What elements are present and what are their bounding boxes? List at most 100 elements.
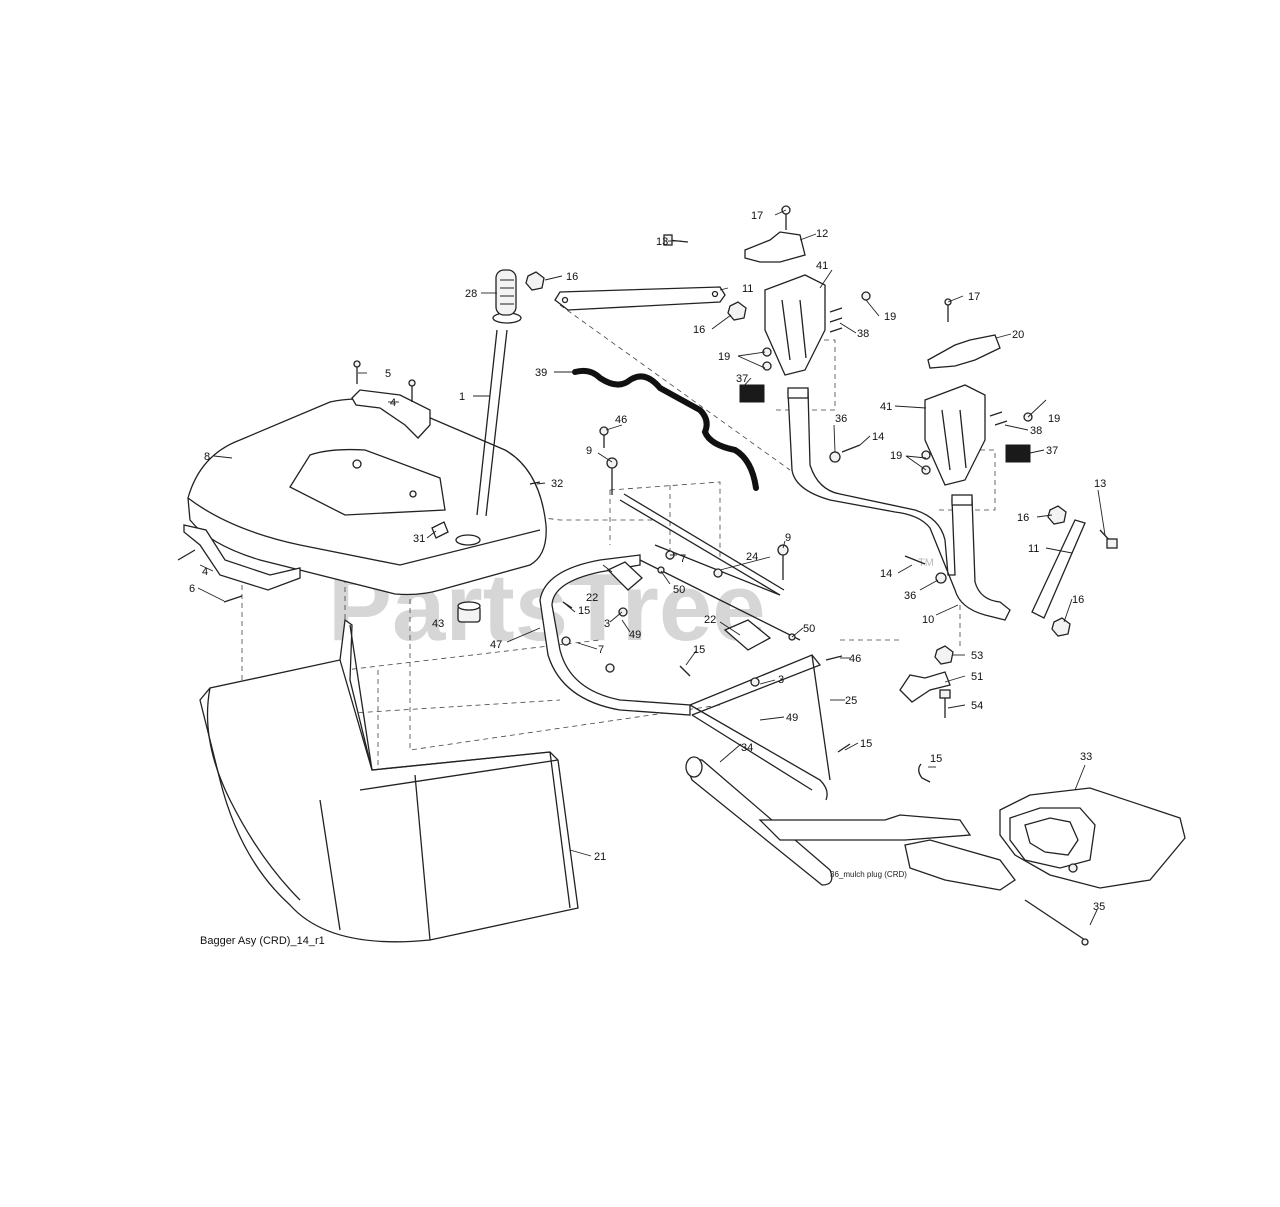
label-41b: 41 — [880, 401, 892, 413]
label-5: 5 — [385, 368, 391, 380]
label-22b: 22 — [704, 614, 716, 626]
label-9a: 9 — [586, 445, 592, 457]
spring-wire — [572, 367, 759, 491]
label-37a: 37 — [736, 373, 748, 385]
label-36a: 36 — [835, 413, 847, 425]
label-15b: 15 — [693, 644, 705, 656]
label-31: 31 — [413, 533, 425, 545]
label-15c: 15 — [860, 738, 872, 750]
lower-bracket — [183, 524, 301, 591]
chute-tube — [685, 756, 833, 886]
label-6: 6 — [189, 583, 195, 595]
upper-strap — [554, 286, 726, 311]
label-37b: 37 — [1046, 445, 1058, 457]
label-19c: 19 — [1048, 413, 1060, 425]
label-13b: 13 — [1094, 478, 1106, 490]
label-11a: 11 — [742, 283, 753, 295]
nut-set — [525, 271, 1071, 637]
label-16a: 16 — [566, 271, 578, 283]
label-15d: 15 — [930, 753, 942, 765]
label-49b: 49 — [786, 712, 798, 724]
rubber-block-lower — [1005, 444, 1031, 463]
label-16b: 16 — [693, 324, 705, 336]
label-34: 34 — [741, 742, 753, 754]
pin-35-end — [1081, 938, 1089, 946]
label-7b: 7 — [598, 644, 604, 656]
pin-35 — [1024, 899, 1086, 941]
top-bracket-12 — [744, 205, 806, 263]
spacer — [457, 601, 481, 623]
mulch-plug — [758, 814, 1016, 891]
rubber-block-upper — [739, 384, 765, 403]
label-14a: 14 — [872, 431, 884, 443]
label-22a: 22 — [586, 592, 598, 604]
hinge-bracket-b — [723, 619, 772, 651]
label-16c: 16 — [1017, 512, 1029, 524]
label-14b: 14 — [880, 568, 892, 580]
hinge-bracket-a — [606, 561, 643, 591]
bag — [199, 618, 579, 943]
label-4a: 4 — [390, 397, 396, 409]
label-15a: 15 — [578, 605, 590, 617]
label-8: 8 — [204, 451, 210, 463]
label-38a: 38 — [857, 328, 869, 340]
label-21: 21 — [594, 851, 606, 863]
diagram-caption: Bagger Asy (CRD)_14_r1 — [200, 935, 325, 947]
hardware-set — [177, 291, 1033, 753]
lid-handle — [351, 389, 431, 439]
label-50b: 50 — [803, 623, 815, 635]
label-1: 1 — [459, 391, 465, 403]
chute-adapter — [999, 787, 1186, 889]
label-13a: 13 — [656, 236, 668, 248]
label-25: 25 — [845, 695, 857, 707]
bolt-set — [663, 234, 1118, 549]
label-36b: 36 — [904, 590, 916, 602]
label-46a: 46 — [615, 414, 627, 426]
mount-block-upper — [764, 274, 826, 376]
label-3a: 3 — [604, 618, 610, 630]
label-24: 24 — [746, 551, 758, 563]
top-bracket-20 — [927, 298, 1001, 369]
label-39: 39 — [535, 367, 547, 379]
label-19b: 19 — [718, 351, 730, 363]
label-41a: 41 — [816, 260, 828, 272]
label-7a: 7 — [680, 553, 686, 565]
label-28: 28 — [465, 288, 477, 300]
label-53: 53 — [971, 650, 983, 662]
label-16d: 16 — [1072, 594, 1084, 606]
label-35: 35 — [1093, 901, 1105, 913]
label-4b: 4 — [202, 566, 208, 578]
label-19a: 19 — [884, 311, 896, 323]
support-frame — [787, 387, 1011, 621]
label-46b: 46 — [849, 653, 861, 665]
label-10: 10 — [922, 614, 934, 626]
dump-rod — [476, 269, 522, 517]
label-11b: 11 — [1028, 543, 1039, 555]
label-12: 12 — [816, 228, 828, 240]
label-17b: 17 — [968, 291, 980, 303]
leader-lines — [197, 209, 1106, 926]
clip-15 — [918, 763, 931, 783]
watermark-trademark: TM — [918, 557, 934, 569]
bagger-lid — [187, 398, 547, 596]
label-43: 43 — [432, 618, 444, 630]
label-49a: 49 — [629, 629, 641, 641]
hinge-rod — [619, 493, 785, 596]
label-50a: 50 — [673, 584, 685, 596]
label-32: 32 — [551, 478, 563, 490]
label-47: 47 — [490, 639, 502, 651]
label-17a: 17 — [751, 210, 763, 222]
label-9b: 9 — [785, 532, 791, 544]
label-19d: 19 — [890, 450, 902, 462]
mulch-plug-note: 36_mulch plug (CRD) — [830, 870, 907, 879]
label-51: 51 — [971, 671, 983, 683]
part-labels: 1 28 8 5 4 4 6 32 31 39 16 13 11 16 17 1… — [189, 210, 1106, 913]
latch-assembly — [899, 645, 954, 718]
label-20: 20 — [1012, 329, 1024, 341]
label-33: 33 — [1080, 751, 1092, 763]
mount-block-lower — [924, 384, 986, 486]
label-3b: 3 — [778, 674, 784, 686]
label-54: 54 — [971, 700, 983, 712]
label-38b: 38 — [1030, 425, 1042, 437]
